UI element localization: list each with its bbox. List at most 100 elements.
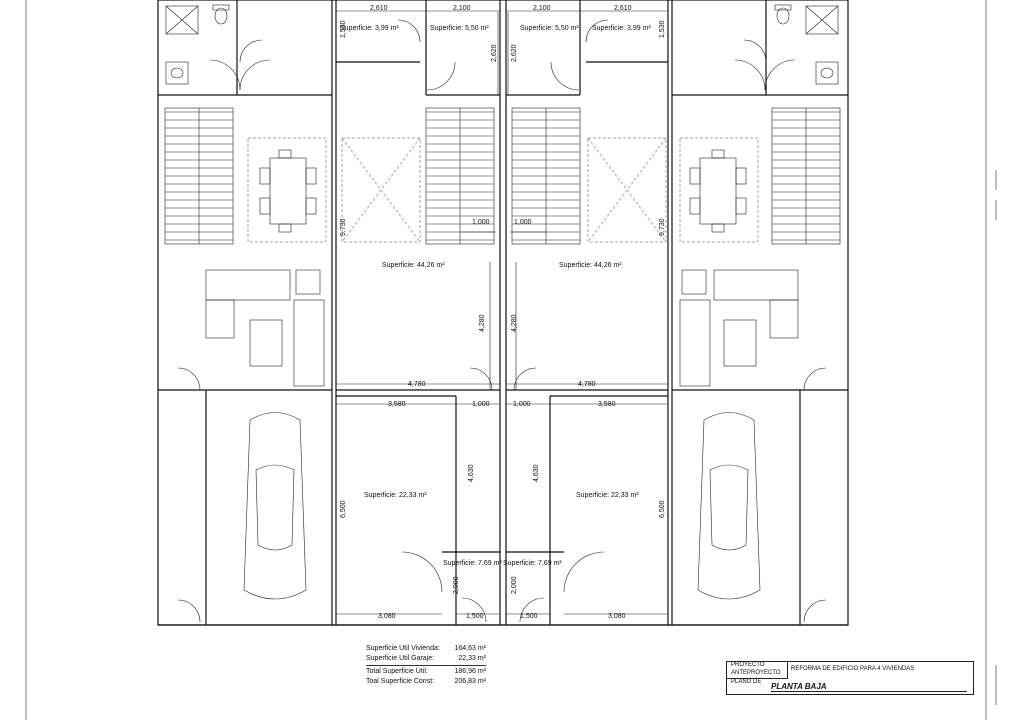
building-outline — [157, 0, 849, 626]
room-area-label: Superficie: 5,50 m² — [430, 25, 489, 32]
room-area-label: Superficie: 22,33 m² — [364, 492, 427, 499]
door-swing — [209, 59, 241, 91]
shower-tray — [805, 5, 839, 35]
dimension-label: 2,610 — [614, 5, 632, 12]
dining-zone — [247, 137, 327, 243]
dimension-label: 4,630 — [468, 464, 475, 482]
title-block: PROYECTO ANTEPROYECTO REFORMA DE EDIFICI… — [726, 661, 974, 695]
car-outline — [243, 412, 307, 600]
shower-tray — [165, 5, 199, 35]
door-swing — [177, 367, 201, 391]
toilet-tank — [212, 4, 230, 11]
summary-row: Total Superficie Util: 186,96 m² — [366, 667, 486, 677]
summary-row: Superficie Util Garaje: 22,33 m² — [366, 654, 486, 664]
void-opening — [341, 137, 421, 243]
dimension-label: 4,630 — [533, 464, 540, 482]
dimension-label: 2,610 — [370, 5, 388, 12]
stair-steps — [165, 111, 840, 241]
dimension-label: 6,500 — [659, 500, 666, 518]
summary-label: Total Superficie Util: — [366, 668, 428, 675]
sofa-set — [679, 269, 799, 387]
washbasin — [165, 61, 189, 85]
toilet — [776, 7, 790, 25]
dimension-label: 1,500 — [520, 613, 538, 620]
dining-table — [259, 149, 317, 233]
dimension-lines — [336, 10, 668, 615]
dimension-label: 1,530 — [340, 20, 347, 38]
summary-value: 22,33 m² — [458, 655, 486, 662]
void-opening — [587, 137, 667, 243]
door-swing — [426, 61, 456, 91]
dimension-label: 9,730 — [659, 218, 666, 236]
dimension-label: 2,000 — [453, 576, 460, 594]
title-block-value: ANTEPROYECTO — [731, 670, 781, 676]
dimension-label: 3,080 — [608, 613, 626, 620]
dimension-label: 1,000 — [513, 401, 531, 408]
door-swing — [469, 367, 493, 391]
room-area-label: Superficie: 44,26 m² — [559, 262, 622, 269]
summary-label: Superficie Util Garaje: — [366, 655, 435, 662]
summary-value: 186,96 m² — [454, 668, 486, 675]
dimension-label: 4,280 — [511, 314, 518, 332]
void-opening — [587, 137, 667, 243]
dining-table — [689, 149, 747, 233]
door-swing — [803, 599, 827, 623]
dimension-label: 3,080 — [378, 613, 396, 620]
toilet-tank — [774, 4, 792, 11]
door-swing — [743, 39, 767, 63]
dimension-label: 2,100 — [533, 5, 551, 12]
door-swing — [519, 597, 545, 623]
dimension-label: 4,280 — [479, 314, 486, 332]
dimension-label: 2,620 — [491, 44, 498, 62]
door-swing — [734, 59, 766, 91]
washbasin — [815, 61, 839, 85]
title-block-description: REFORMA DE EDIFICIO PARA 4 VIVIENDAS — [791, 666, 915, 672]
title-block-label: PROYECTO — [731, 662, 765, 668]
shower-tray — [805, 5, 839, 35]
door-swing — [239, 39, 263, 63]
toilet — [214, 7, 228, 25]
door-swing — [563, 551, 605, 593]
dimension-label: 4,780 — [408, 381, 426, 388]
door-swing — [550, 61, 580, 91]
dimension-label: 6,500 — [340, 500, 347, 518]
dimension-label: 3,580 — [598, 401, 616, 408]
door-swing — [461, 597, 487, 623]
dimension-label: 2,100 — [453, 5, 471, 12]
dimension-label: 1,500 — [466, 613, 484, 620]
room-area-label: Superficie: 44,26 m² — [382, 262, 445, 269]
room-area-label: Superficie: 22,33 m² — [576, 492, 639, 499]
void-opening — [341, 137, 421, 243]
dimension-label: 9,730 — [340, 218, 347, 236]
door-swing — [239, 59, 271, 91]
room-area-label: Superficie: 7,69 m² — [443, 560, 502, 567]
door-swing — [764, 59, 796, 91]
dimension-label: 3,580 — [388, 401, 406, 408]
summary-label: Toal Superficie Const: — [366, 678, 435, 685]
surface-summary: Superficie Util Vivienda: 164,63 m² Supe… — [366, 644, 486, 687]
title-block-label: PLANO DE — [731, 679, 762, 685]
dimension-label: 2,000 — [511, 576, 518, 594]
washbasin — [170, 67, 184, 79]
door-swing — [803, 367, 827, 391]
dining-zone — [679, 137, 759, 243]
door-swing — [513, 367, 537, 391]
car-outline — [697, 412, 761, 600]
dimension-label: 1,000 — [472, 219, 490, 226]
door-swing — [177, 599, 201, 623]
door-swing — [585, 19, 609, 43]
sofa-set — [205, 269, 325, 387]
summary-label: Superficie Util Vivienda: — [366, 645, 440, 652]
room-area-label: Superficie: 3,99 m² — [340, 25, 399, 32]
dimension-label: 1,000 — [514, 219, 532, 226]
shower-tray — [165, 5, 199, 35]
summary-value: 206,83 m² — [454, 678, 486, 685]
summary-divider — [366, 665, 486, 666]
room-area-label: Superficie: 3,99 m² — [592, 25, 651, 32]
summary-value: 164,63 m² — [454, 645, 486, 652]
summary-row: Toal Superficie Const: 206,83 m² — [366, 677, 486, 687]
summary-row: Superficie Util Vivienda: 164,63 m² — [366, 644, 486, 654]
door-swing — [397, 19, 421, 43]
room-area-label: Superficie: 5,50 m² — [520, 25, 579, 32]
